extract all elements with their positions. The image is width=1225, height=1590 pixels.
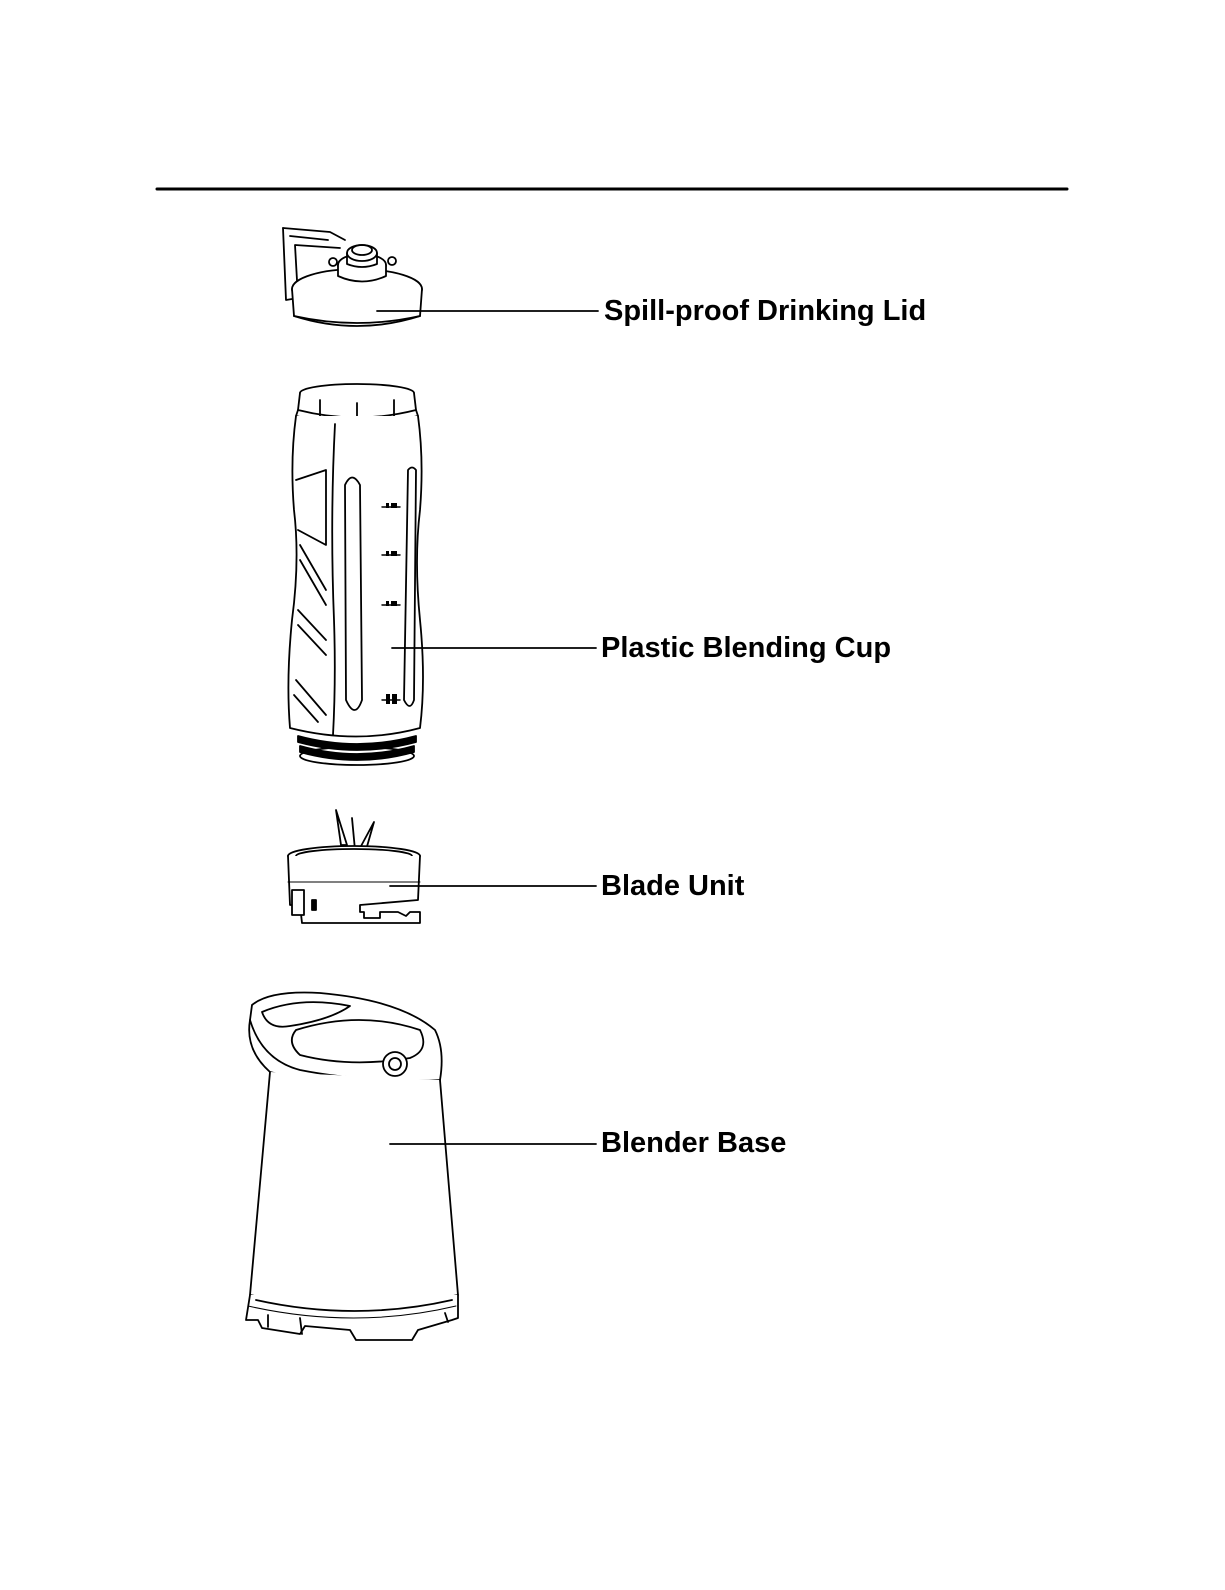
label-blade-unit: Blade Unit: [601, 872, 744, 901]
label-blending-cup: Plastic Blending Cup: [601, 634, 891, 663]
label-drinking-lid: Spill-proof Drinking Lid: [604, 297, 926, 326]
blade-unit-drawing: [288, 810, 420, 923]
label-blender-base: Blender Base: [601, 1129, 786, 1158]
blending-cup-drawing: [288, 384, 423, 765]
blender-base-drawing: [246, 993, 458, 1341]
